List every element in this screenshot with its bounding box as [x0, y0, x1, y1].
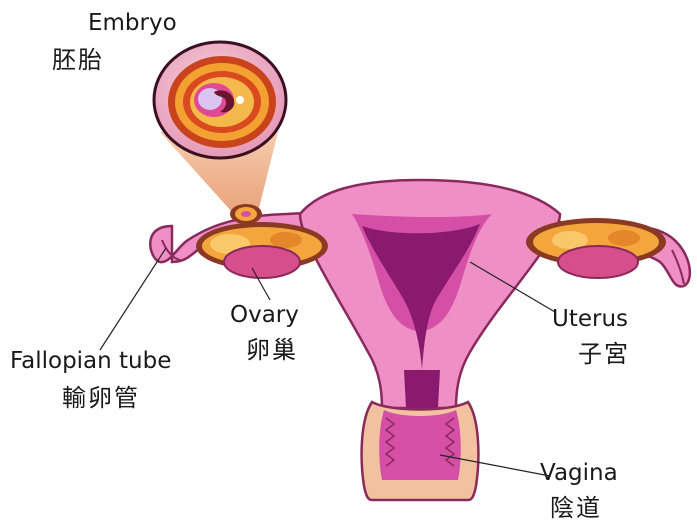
- uterus-label-en: Uterus: [552, 308, 628, 331]
- vagina-label-en: Vagina: [540, 462, 618, 485]
- left-ovary: [196, 222, 328, 278]
- fallopian-label-zh: 輸卵管: [62, 386, 140, 410]
- ovary-label-en: Ovary: [230, 304, 299, 327]
- vagina: [362, 402, 479, 500]
- uterus: [300, 180, 560, 408]
- fallopian-leader-line: [100, 248, 166, 350]
- vagina-label-zh: 陰道: [550, 496, 602, 520]
- implantation-site: [230, 204, 262, 224]
- ovary-label-zh: 卵巢: [246, 338, 298, 362]
- right-ovary: [526, 218, 666, 278]
- embryo-label-en: Embryo: [88, 12, 177, 35]
- embryo-label-zh: 胚胎: [52, 48, 104, 72]
- embryo-magnified-view: [154, 42, 286, 158]
- uterus-label-zh: 子宮: [578, 342, 630, 366]
- fallopian-label-en: Fallopian tube: [10, 350, 171, 373]
